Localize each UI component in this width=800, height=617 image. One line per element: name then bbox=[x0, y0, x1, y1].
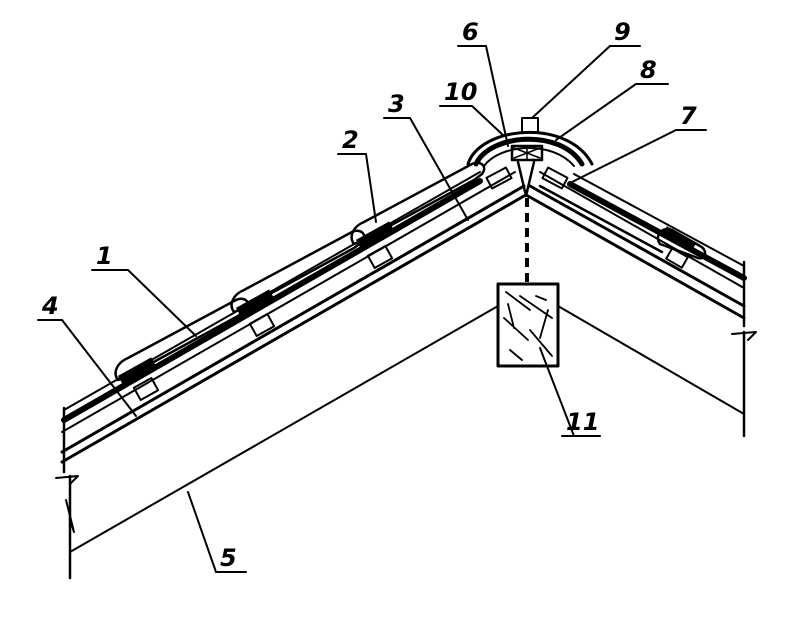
leader-3 bbox=[409, 117, 469, 221]
ridge-cap-under bbox=[483, 147, 575, 167]
ridge-assembly bbox=[466, 117, 594, 282]
right-membrane bbox=[567, 181, 747, 281]
left-roof-slope bbox=[55, 171, 526, 580]
callout-label-11: 11 bbox=[566, 408, 599, 436]
callout-label-4: 4 bbox=[41, 292, 59, 320]
callout-label-1: 1 bbox=[96, 242, 113, 270]
left-tiles bbox=[114, 161, 486, 401]
callout-label-2: 2 bbox=[342, 126, 359, 154]
tile-right-body bbox=[538, 184, 664, 254]
leader-5 bbox=[187, 491, 217, 573]
leader-1 bbox=[127, 269, 197, 337]
tile-lower-fixing bbox=[117, 357, 157, 385]
ridge-batten-hatch bbox=[513, 145, 541, 161]
right-bottom-chord bbox=[557, 305, 745, 415]
tile-right-fixing bbox=[661, 226, 697, 252]
batten-middle bbox=[248, 313, 276, 337]
left-membrane bbox=[61, 178, 483, 423]
tile-upper-fixing bbox=[355, 221, 395, 249]
right-roof-slope bbox=[526, 171, 757, 438]
leader-11 bbox=[539, 347, 575, 437]
tile-middle-fixing bbox=[235, 289, 275, 317]
callout-label-7: 7 bbox=[680, 102, 697, 130]
right-break-mark bbox=[731, 331, 757, 341]
leader-2 bbox=[365, 153, 377, 223]
ridge-cap-inner bbox=[473, 136, 585, 167]
left-deck-line bbox=[60, 184, 526, 454]
batten-lower bbox=[132, 377, 160, 401]
ridge-beam-section bbox=[496, 282, 560, 368]
left-wall-break bbox=[65, 499, 75, 533]
left-break-mark bbox=[55, 475, 79, 485]
ridge-seal-right bbox=[541, 166, 569, 190]
tile-right bbox=[656, 227, 707, 260]
leader-9 bbox=[531, 45, 611, 119]
right-sheathing-line bbox=[539, 171, 745, 289]
batten-right bbox=[665, 247, 689, 269]
leader-6 bbox=[485, 45, 509, 147]
leader-7 bbox=[571, 129, 677, 183]
leader-8 bbox=[555, 83, 637, 141]
right-deck-line bbox=[528, 184, 746, 308]
leader-4 bbox=[61, 319, 137, 417]
leader-10 bbox=[471, 105, 505, 137]
left-rafter-top-line bbox=[60, 194, 526, 464]
callout-label-10: 10 bbox=[444, 78, 477, 106]
ridge-beam bbox=[496, 282, 560, 368]
left-bottom-chord bbox=[69, 305, 499, 553]
ridge-beam-wood-grain bbox=[503, 291, 553, 361]
callout-label-5: 5 bbox=[220, 544, 237, 572]
callout-label-9: 9 bbox=[614, 18, 631, 46]
ridge-clip bbox=[521, 117, 539, 133]
batten-upper bbox=[366, 245, 394, 269]
callout-label-3: 3 bbox=[388, 90, 405, 118]
callouts: 1 2 3 4 5 6 7 8 9 10 bbox=[37, 18, 707, 573]
callout-label-8: 8 bbox=[640, 56, 657, 84]
ridge-seal-left bbox=[485, 166, 513, 190]
right-membrane-top bbox=[573, 173, 745, 267]
tile-upper bbox=[350, 161, 486, 246]
callout-label-6: 6 bbox=[462, 18, 479, 46]
ridge-peak bbox=[516, 160, 536, 198]
right-rafter-top-line bbox=[526, 194, 746, 320]
left-sheathing-line bbox=[61, 171, 516, 433]
